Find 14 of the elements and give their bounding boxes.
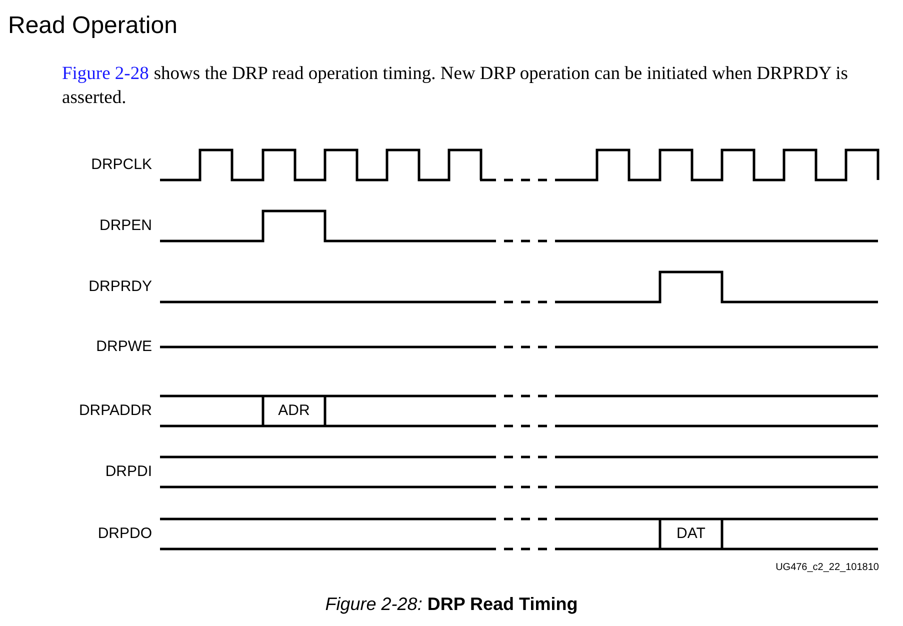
signal-name: DRPEN <box>98 217 152 234</box>
signal-name: DRPDO <box>96 525 152 542</box>
signal-name: DRPCLK <box>90 156 152 173</box>
signal-name: DRPRDY <box>88 278 152 295</box>
figure-id: UG476_c2_22_101810 <box>776 562 879 573</box>
figure-caption: Figure 2-28: DRP Read Timing <box>324 594 579 615</box>
signal-name: DRPDI <box>104 463 152 480</box>
body-paragraph: Figure 2-28 shows the DRP read operation timing. New DRP operation can be initiated when DRPRDY is asserted. <box>62 63 849 110</box>
section-heading: Read Operation <box>8 12 178 40</box>
signal-name: DRPADDR <box>78 402 152 419</box>
figure-link: Figure 2-28 <box>62 64 149 84</box>
bus-value: DAT <box>676 525 706 542</box>
bus-value: ADR <box>277 402 311 419</box>
signal-name: DRPWE <box>95 338 152 355</box>
